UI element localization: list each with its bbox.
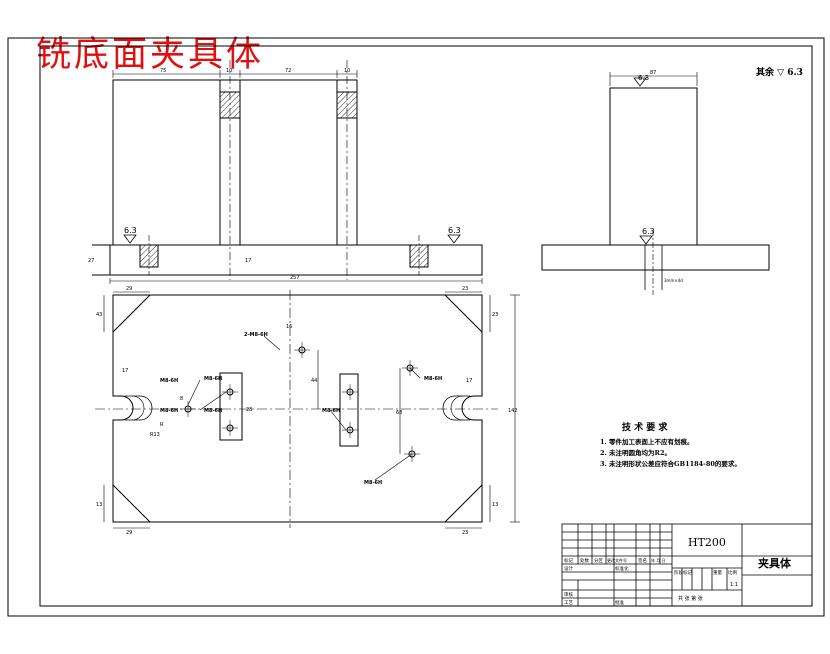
outer-frame <box>7 37 825 617</box>
side-view <box>541 72 770 295</box>
dim-h1: 44 <box>311 378 317 384</box>
dim-left-v: 43 <box>96 312 102 318</box>
label-l4: M8-6H <box>160 408 178 414</box>
dim-small2: 8 <box>180 396 183 402</box>
title-block-material: HT200 <box>688 536 726 549</box>
label-l1: 2-M8-6H <box>244 332 268 338</box>
drawing-title: 铣底面夹具体 <box>36 35 265 75</box>
dim-bottom-right: 23 <box>462 530 468 536</box>
dim-side-width: 87 <box>650 70 656 76</box>
tech-req-item-2: 2. 未注明圆角均为R2。 <box>600 448 671 457</box>
title-block-row-label-5: 签名 <box>638 557 647 564</box>
label-l3: M8-6H <box>204 376 222 382</box>
dim-front-d1: 75 <box>160 68 166 74</box>
title-block-part-name: 夹具体 <box>758 556 792 570</box>
tech-req-heading: 技 术 要 求 <box>622 421 668 433</box>
inner-frame <box>39 45 813 607</box>
title-block-standard: 标准化 <box>615 565 629 572</box>
title-block-process: 工艺 <box>564 600 573 606</box>
title-block-design: 设计 <box>564 565 573 572</box>
label-l5: M8-6H <box>204 408 222 414</box>
title-block-approve: 批准 <box>615 599 624 606</box>
title-block-row-label-3: 分区 <box>594 557 603 564</box>
title-block-stage: 阶段标记 <box>674 569 692 576</box>
front-view <box>92 60 483 284</box>
top-view <box>95 290 520 529</box>
roughness-left-value: 6.3 <box>124 226 137 235</box>
title-block-review: 审核 <box>564 591 573 598</box>
dim-front-rib: 17 <box>245 258 251 264</box>
tech-req-item-3: 3. 未注明形状公差应符合GB1184-80的要求。 <box>600 459 741 468</box>
title-block-scale-value: 1:1 <box>730 582 738 588</box>
label-l7: M8-6H <box>424 376 442 382</box>
dim-front-d3: 72 <box>285 68 291 74</box>
dim-slot-w: R <box>160 422 164 428</box>
dim-right-v2: 13 <box>492 502 498 508</box>
title-block-sheets: 共 张 第 张 <box>678 595 703 602</box>
title-block-row-label-2: 处数 <box>580 557 589 564</box>
dim-center: 28 <box>246 407 252 413</box>
dim-right-v: 23 <box>492 312 498 318</box>
roughness-side-top: 6.3 <box>638 74 649 82</box>
dim-front-base: 27 <box>88 258 94 264</box>
dim-top-right: 23 <box>462 286 468 292</box>
dim-bottom-left: 29 <box>126 530 132 536</box>
title-block <box>561 523 813 607</box>
dim-left-v2: 13 <box>96 502 102 508</box>
tech-req-item-1: 1. 零件加工表面上不应有划痕。 <box>600 437 694 446</box>
label-l2: M8-6H <box>160 378 178 384</box>
dim-front-total: 257 <box>290 275 300 281</box>
title-block-row-label-1: 标记 <box>564 557 573 564</box>
dim-right-slot: 17 <box>466 378 472 384</box>
dim-h2: 68 <box>396 410 402 416</box>
dim-front-d2: 10 <box>226 68 232 74</box>
dim-slot-r: R13 <box>150 432 160 438</box>
dim-small: 16 <box>286 324 292 330</box>
roughness-mark-left <box>123 234 137 244</box>
note-top-right: 其余 ▽ 6.3 <box>756 66 803 78</box>
title-block-scale: 比例 <box>728 569 737 576</box>
title-block-weight: 重量 <box>713 569 722 576</box>
roughness-right-value: 6.3 <box>448 226 461 235</box>
label-l8: M8-6H <box>364 480 382 486</box>
title-block-row-label-4: 更改文件号 <box>607 557 627 563</box>
roughness-mark-right <box>447 234 461 244</box>
title-block-row-label-6: 年 月 日 <box>651 557 666 563</box>
label-l6: M8-6H <box>322 408 340 414</box>
dim-top-left: 29 <box>126 286 132 292</box>
side-note: 3mm×4d <box>664 278 683 283</box>
dim-left-slot: 17 <box>122 368 128 374</box>
dim-front-d4: 10 <box>344 68 350 74</box>
roughness-side-bottom: 6.3 <box>642 227 655 236</box>
dim-overall-h: 142 <box>508 408 518 414</box>
